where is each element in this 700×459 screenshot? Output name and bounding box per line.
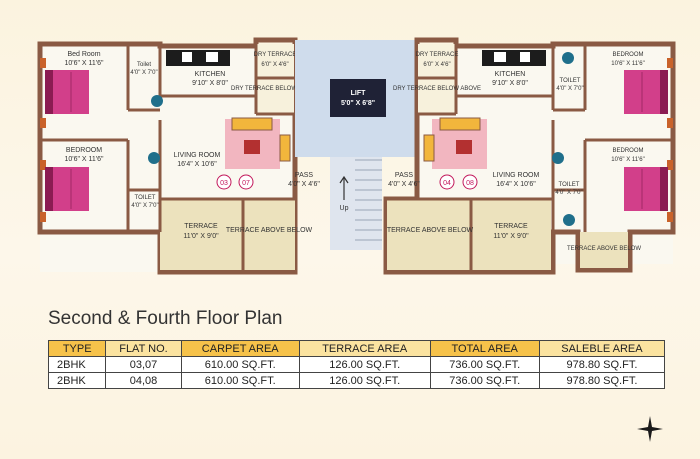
dry-terrace-below: DRY TERRACE BELOW ABOVE (231, 86, 319, 92)
kitchen-name: KITCHEN (495, 71, 526, 78)
pass-name: PASS (395, 172, 413, 179)
bedroom-2-size: 10'6" X 11'6" (64, 156, 104, 163)
dry-terrace-below: DRY TERRACE BELOW ABOVE (393, 86, 481, 92)
toilet-1-size: 4'0" X 7'0" (556, 86, 583, 92)
toilet-icon (151, 95, 163, 107)
bedroom-1-size: 10'6" X 11'6" (64, 60, 104, 67)
toilet-2-name: TOILET (559, 182, 580, 188)
living-room-name: LIVING ROOM (174, 152, 221, 159)
terrace-name: TERRACE (184, 223, 218, 230)
toilet-2-name: TOILET (135, 195, 156, 201)
left-terrace (160, 199, 243, 270)
dry-terrace-name: DRY TERRACE (416, 52, 459, 58)
toilet-2-size: 4'0" X 7'0" (555, 190, 582, 196)
cell: 736.00 SQ.FT. (429, 356, 540, 373)
right-terrace-above (387, 199, 471, 270)
pass-name: PASS (295, 172, 313, 179)
cell: 126.00 SQ.FT. (298, 356, 431, 373)
cell: 03,07 (105, 356, 182, 373)
kitchen-counter (482, 50, 546, 66)
table-header-row: TYPE FLAT NO. CARPET AREA TERRACE AREA T… (47, 340, 666, 357)
toilet-icon (562, 52, 574, 64)
lift-box (330, 79, 386, 117)
col-terrace-area: TERRACE AREA (298, 340, 431, 357)
flat-number: 08 (466, 180, 474, 187)
bedroom-1-size: 10'6" X 11'6" (611, 61, 644, 67)
core: LIFT 5'0" X 6'8" Up (295, 40, 417, 250)
right-terrace (471, 199, 551, 270)
flat-number: 07 (242, 180, 250, 187)
terrace-above-2: TERRACE ABOVE BELOW (567, 246, 641, 252)
pass-size: 4'0" X 4'6" (388, 181, 420, 188)
cell: 610.00 SQ.FT. (180, 356, 300, 373)
cell: 04,08 (105, 372, 182, 389)
living-room-size: 16'4" X 10'6" (177, 161, 217, 168)
col-total-area: TOTAL AREA (429, 340, 540, 357)
cell: 978.80 SQ.FT. (538, 372, 666, 389)
terrace-size: 11'0" X 9'0" (183, 233, 219, 240)
kitchen-name: KITCHEN (195, 71, 226, 78)
col-carpet-area: CARPET AREA (180, 340, 300, 357)
col-type: TYPE (47, 340, 107, 357)
sofa-icon (423, 117, 481, 162)
bed-icon (624, 70, 668, 114)
cell: 2BHK (47, 356, 107, 373)
kitchen-size: 9'10" X 8'0" (192, 80, 228, 87)
toilet-icon (148, 152, 160, 164)
right-unit: DRY TERRACE 6'0" X 4'6" DRY TERRACE BELO… (383, 37, 676, 275)
sofa-icon (231, 117, 291, 162)
bedroom-2-name: BEDROOM (66, 147, 102, 154)
terrace-above: TERRACE ABOVE BELOW (387, 227, 474, 234)
toilet-1-name: TOILET (560, 78, 581, 84)
terrace-size: 11'0" X 9'0" (493, 233, 529, 240)
terrace-above: TERRACE ABOVE BELOW (226, 227, 313, 234)
plan-title: Second & Fourth Floor Plan (48, 308, 283, 329)
bedroom-1-name: Bed Room (67, 51, 100, 58)
col-saleble-area: SALEBLE AREA (538, 340, 666, 357)
table-row: 2BHK 04,08 610.00 SQ.FT. 126.00 SQ.FT. 7… (47, 372, 666, 389)
left-unit: Bed Room 10'6" X 11'6" Toilet 4'0" X 7'0… (37, 37, 320, 275)
terrace-name: TERRACE (494, 223, 528, 230)
kitchen-size: 9'10" X 8'0" (492, 80, 528, 87)
toilet-1-name: Toilet (137, 62, 151, 68)
bedroom-2-size: 10'6" X 11'6" (611, 157, 644, 163)
stair-label: Up (340, 205, 349, 212)
lift-name: LIFT (351, 90, 366, 97)
right-terrace-above-2 (580, 232, 628, 268)
dry-terrace-size: 6'0" X 4'6" (261, 62, 288, 68)
cell: 978.80 SQ.FT. (538, 356, 666, 373)
bedroom-1-name: BEDROOM (612, 52, 643, 58)
living-room-name: LIVING ROOM (493, 172, 540, 179)
cell: 126.00 SQ.FT. (298, 372, 431, 389)
flat-number: 04 (443, 180, 451, 187)
left-terrace-above (243, 199, 295, 270)
cell: 2BHK (47, 372, 107, 389)
living-room-size: 16'4" X 10'6" (496, 181, 536, 188)
bed-icon (45, 167, 89, 211)
cell: 736.00 SQ.FT. (429, 372, 540, 389)
flat-number: 03 (220, 180, 228, 187)
toilet-2-size: 4'0" X 7'0" (131, 203, 158, 209)
lift-size: 5'0" X 6'8" (341, 100, 375, 107)
bedroom-2-name: BEDROOM (612, 148, 643, 154)
table-row: 2BHK 03,07 610.00 SQ.FT. 126.00 SQ.FT. 7… (47, 356, 666, 373)
toilet-1-size: 4'0" X 7'0" (130, 70, 157, 76)
col-flat-no: FLAT NO. (105, 340, 182, 357)
cell: 610.00 SQ.FT. (180, 372, 300, 389)
area-table: TYPE FLAT NO. CARPET AREA TERRACE AREA T… (47, 340, 666, 389)
dry-terrace-name: DRY TERRACE (254, 52, 297, 58)
floor-plan: Bed Room 10'6" X 11'6" Toilet 4'0" X 7'0… (37, 37, 676, 275)
bed-icon (45, 70, 89, 114)
pass-size: 4'0" X 4'6" (288, 181, 320, 188)
kitchen-counter (166, 50, 230, 66)
dry-terrace-size: 6'0" X 4'6" (423, 62, 450, 68)
toilet-icon (552, 152, 564, 164)
compass-icon (637, 416, 663, 442)
toilet-icon (563, 214, 575, 226)
staircase (330, 157, 382, 250)
bed-icon (624, 167, 668, 211)
